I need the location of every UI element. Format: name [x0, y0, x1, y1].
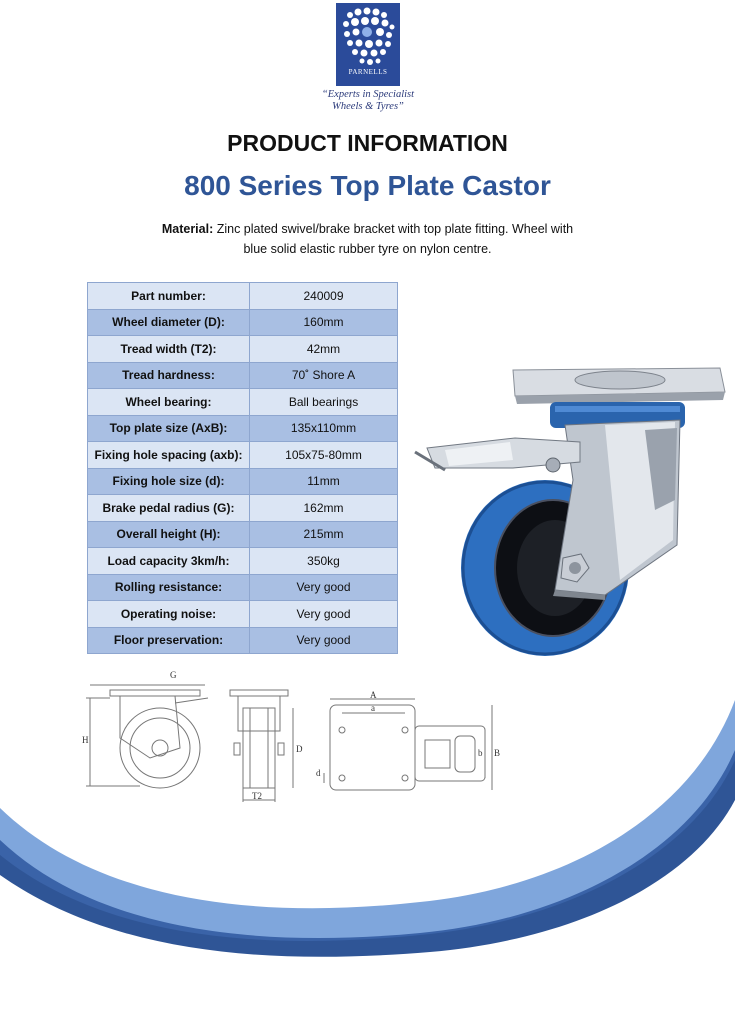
company-logo [336, 3, 400, 86]
castor-product-image [414, 367, 726, 656]
spec-row: Wheel diameter (D):160mm [87, 308, 398, 336]
spec-row: Part number:240009 [87, 282, 398, 310]
spec-value: Very good [249, 626, 398, 654]
material-label: Material: [161, 222, 214, 236]
logo-tagline: “Experts in Specialist Wheels & Tyres” [300, 89, 436, 113]
spec-value: 42mm [249, 335, 398, 363]
label-A: A [370, 690, 377, 700]
spec-row: Brake pedal radius (G):162mm [87, 494, 398, 522]
spec-label: Top plate size (AxB): [87, 414, 250, 442]
spec-row: Floor preservation:Very good [87, 626, 398, 654]
spec-label: Operating noise: [87, 600, 250, 628]
spec-label: Floor preservation: [87, 626, 250, 654]
spec-value: 160mm [249, 308, 398, 336]
spec-value: Very good [249, 573, 398, 601]
spec-label: Wheel bearing: [87, 388, 250, 416]
spec-row: Wheel bearing:Ball bearings [87, 388, 398, 416]
spec-value: 350kg [249, 547, 398, 575]
label-H: H [82, 735, 89, 745]
label-T2: T2 [252, 791, 262, 801]
label-d: d [316, 768, 321, 778]
logo-dots-graphic [343, 7, 395, 65]
spec-label: Fixing hole size (d): [87, 467, 250, 495]
tagline-line-1: “Experts in Specialist [321, 89, 415, 100]
spec-row: Tread width (T2):42mm [87, 335, 398, 363]
spec-value: Ball bearings [249, 388, 398, 416]
label-B: B [494, 748, 500, 758]
spec-value: Very good [249, 600, 398, 628]
logo-name: PARNELLS [348, 68, 388, 76]
label-G: G [170, 670, 177, 680]
spec-row: Fixing hole spacing (axb):105x75-80mm [87, 441, 398, 469]
spec-label: Brake pedal radius (G): [87, 494, 250, 522]
decorative-wave [0, 700, 735, 1024]
spec-row: Tread hardness:70˚ Shore A [87, 361, 398, 389]
spec-label: Wheel diameter (D): [87, 308, 250, 336]
spec-value: 215mm [249, 520, 398, 548]
spec-label: Rolling resistance: [87, 573, 250, 601]
material-description: Material: Zinc plated swivel/brake brack… [150, 219, 585, 259]
page-title: PRODUCT INFORMATION [227, 130, 508, 156]
spec-value: 11mm [249, 467, 398, 495]
spec-value: 135x110mm [249, 414, 398, 442]
spec-value: 70˚ Shore A [249, 361, 398, 389]
spec-label: Part number: [87, 282, 250, 310]
spec-row: Top plate size (AxB):135x110mm [87, 414, 398, 442]
spec-value: 240009 [249, 282, 398, 310]
spec-label: Tread width (T2): [87, 335, 250, 363]
spec-label: Tread hardness: [87, 361, 250, 389]
spec-label: Fixing hole spacing (axb): [87, 441, 250, 469]
product-title: 800 Series Top Plate Castor [184, 170, 551, 201]
label-D: D [296, 744, 303, 754]
spec-row: Fixing hole size (d):11mm [87, 467, 398, 495]
technical-drawings: G H D T2 A a b B d [82, 670, 500, 802]
spec-row: Overall height (H):215mm [87, 520, 398, 548]
spec-value: 162mm [249, 494, 398, 522]
spec-row: Rolling resistance:Very good [87, 573, 398, 601]
label-b: b [478, 748, 483, 758]
spec-value: 105x75-80mm [249, 441, 398, 469]
tagline-line-2: Wheels & Tyres” [332, 101, 404, 112]
spec-label: Load capacity 3km/h: [87, 547, 250, 575]
label-a: a [371, 703, 375, 713]
material-text: Zinc plated swivel/brake bracket with to… [213, 222, 574, 256]
spec-row: Operating noise:Very good [87, 600, 398, 628]
spec-label: Overall height (H): [87, 520, 250, 548]
spec-row: Load capacity 3km/h:350kg [87, 547, 398, 575]
